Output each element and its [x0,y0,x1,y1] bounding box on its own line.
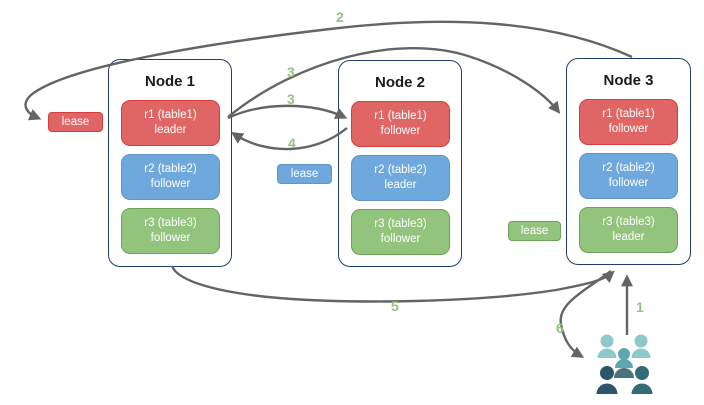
replica-r1-node3: r1 (table1) follower [579,99,678,145]
replica-r3-node1: r3 (table3) follower [121,208,220,254]
replica-role: follower [150,232,191,244]
node-title: Node 3 [603,72,654,89]
replica-name: r1 (table1) [144,109,197,122]
replica-r1-node2: r1 (table1) follower [351,101,450,147]
lease-badge-table3: lease [508,221,561,241]
replica-r2-node1: r2 (table2) follower [121,154,220,200]
replica-r2-node2: r2 (table2) leader [351,155,450,201]
step-label-1: 1 [636,299,644,315]
replica-name: r3 (table3) [602,216,655,229]
node-box-3: Node 3 r1 (table1) follower r2 (table2) … [566,58,691,265]
replica-role: follower [380,125,421,137]
step-label-3a: 3 [287,64,295,80]
node-title: Node 1 [144,73,195,90]
node-box-1: Node 1 r1 (table1) leader r2 (table2) fo… [108,59,232,267]
arrow-step5-node1-to-node3 [170,265,615,303]
node-box-2: Node 2 r1 (table1) follower r2 (table2) … [338,60,462,267]
replica-name: r2 (table2) [144,163,197,176]
node-title: Node 2 [374,74,425,91]
step-label-6: 6 [556,320,564,336]
replica-role: follower [608,123,649,135]
step-label-5: 5 [391,298,399,314]
arrow-step3-leader-to-node2-follower [227,104,348,120]
people-group-icon [596,334,653,394]
replica-role: follower [380,233,421,245]
lease-badge-table1: lease [48,112,103,132]
step-label-4: 4 [288,135,296,151]
replica-role: follower [150,178,191,190]
step-label-2: 2 [336,9,344,25]
step-label-3b: 3 [287,91,295,107]
replica-role: follower [608,177,649,189]
replica-role: leader [612,231,645,243]
replica-role: leader [154,124,187,136]
replica-name: r3 (table3) [144,217,197,230]
replica-r3-node2: r3 (table3) follower [351,209,450,255]
replica-name: r2 (table2) [602,162,655,175]
replica-name: r2 (table2) [374,164,427,177]
replica-name: r1 (table1) [374,110,427,123]
lease-badge-table2: lease [277,164,332,184]
replica-r3-node3: r3 (table3) leader [579,207,678,253]
replica-name: r1 (table1) [602,108,655,121]
replica-r1-node1: r1 (table1) leader [121,100,220,146]
replica-r2-node3: r2 (table2) follower [579,153,678,199]
replica-name: r3 (table3) [374,218,427,231]
replica-role: leader [384,179,417,191]
